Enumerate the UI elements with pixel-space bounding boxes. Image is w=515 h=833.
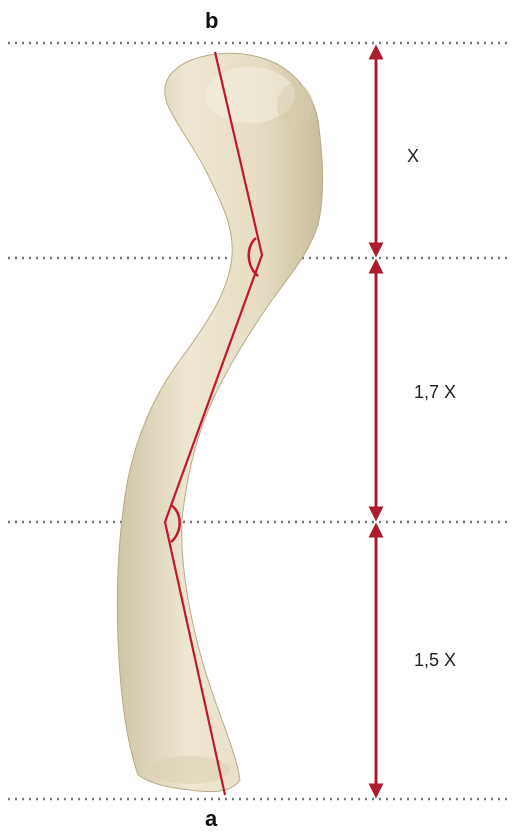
point-label-a: a <box>205 806 217 832</box>
segment-label-1-7x: 1,7 X <box>414 382 456 403</box>
segment-label-x: X <box>407 146 419 167</box>
bone-shape <box>117 53 322 791</box>
bone-head-shade-2 <box>277 83 313 127</box>
point-label-b: b <box>205 8 218 34</box>
segment-label-1-5x: 1,5 X <box>414 650 456 671</box>
